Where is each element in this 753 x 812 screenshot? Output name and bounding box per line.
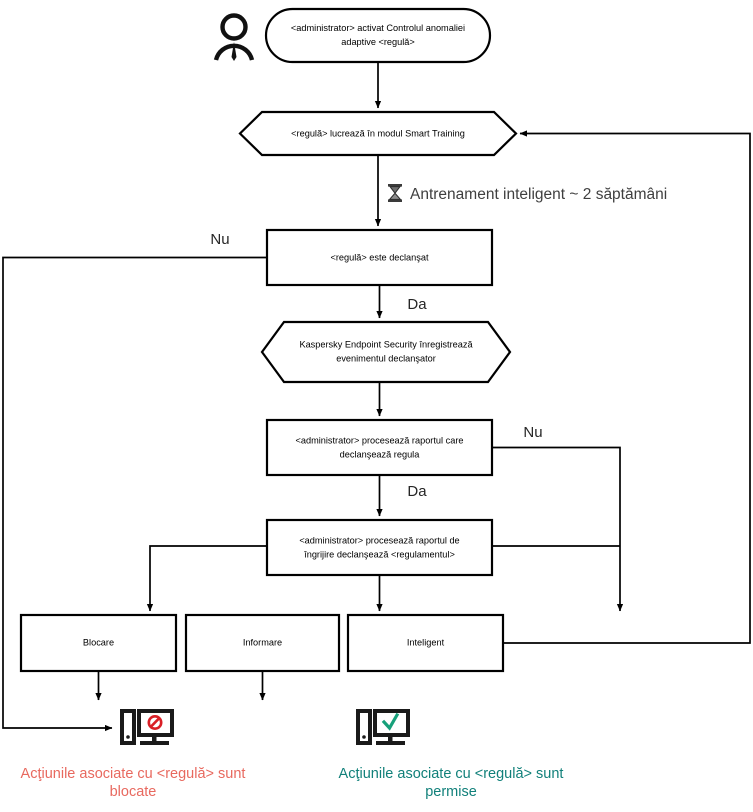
node-admin-processes-care-report-line1: <administrator> procesează raportul de	[299, 535, 459, 545]
node-action-inform[interactable]: Informare	[184, 613, 341, 673]
branch-label-triggered-yes: Da	[407, 296, 427, 313]
node-admin-processes-report[interactable]: <administrator> procesează raportul care…	[265, 418, 494, 477]
node-kes-records-line1: Kaspersky Endpoint Security înregistreaz…	[299, 339, 473, 349]
person-icon	[213, 13, 255, 61]
node-action-smart-label: Inteligent	[407, 637, 445, 647]
outcome-blocked-line2: blocate	[110, 784, 157, 800]
hourglass-icon	[388, 184, 402, 202]
node-rule-triggered[interactable]: <regulă> este declanşat	[265, 228, 494, 287]
node-kes-records[interactable]: Kaspersky Endpoint Security înregistreaz…	[260, 320, 512, 384]
node-kes-records-line2: evenimentul declanşator	[336, 353, 436, 363]
node-smart-training-label: <regulă> lucrează în modul Smart Trainin…	[291, 128, 465, 138]
connector-rule-not-triggered-loop	[2, 256, 267, 732]
node-smart-training[interactable]: <regulă> lucrează în modul Smart Trainin…	[238, 110, 518, 157]
branch-label-report-yes: Da	[407, 483, 427, 500]
node-admin-processes-care-report-line2: îngrijire declanşează <regulamentul>	[303, 549, 455, 559]
node-start[interactable]: <administrator> activat Controlul anomal…	[264, 7, 492, 64]
node-action-block-label: Blocare	[83, 637, 114, 647]
node-admin-processes-report-line2: declanşează regula	[340, 449, 421, 459]
node-admin-processes-care-report[interactable]: <administrator> procesează raportul de î…	[265, 518, 494, 577]
timer-note: Antrenament inteligent ~ 2 săptămâni	[410, 186, 667, 203]
branch-label-report-no: Nu	[523, 424, 542, 441]
node-action-smart[interactable]: Inteligent	[346, 613, 505, 673]
node-action-block[interactable]: Blocare	[19, 613, 178, 673]
node-start-line1: <administrator> activat Controlul anomal…	[291, 23, 465, 33]
outcome-allowed-line1: Acţiunile asociate cu <regulă> sunt	[339, 766, 564, 782]
node-rule-triggered-label: <regulă> este declanşat	[330, 252, 429, 262]
monitor-blocked-icon	[120, 709, 174, 745]
monitor-allowed-icon	[356, 709, 410, 745]
connector-report-no-to-smart	[492, 446, 624, 612]
connector-care-report-to-block	[146, 545, 267, 612]
outcome-allowed-line2: permise	[425, 784, 477, 800]
outcome-blocked-line1: Acţiunile asociate cu <regulă> sunt	[21, 766, 246, 782]
node-admin-processes-report-line1: <administrator> procesează raportul care	[295, 435, 463, 445]
connector-smart-loop-to-smart-training	[503, 130, 751, 644]
node-start-line2: adaptive <regulă>	[341, 37, 415, 47]
branch-label-triggered-no: Nu	[210, 231, 229, 248]
node-action-inform-label: Informare	[243, 637, 282, 647]
